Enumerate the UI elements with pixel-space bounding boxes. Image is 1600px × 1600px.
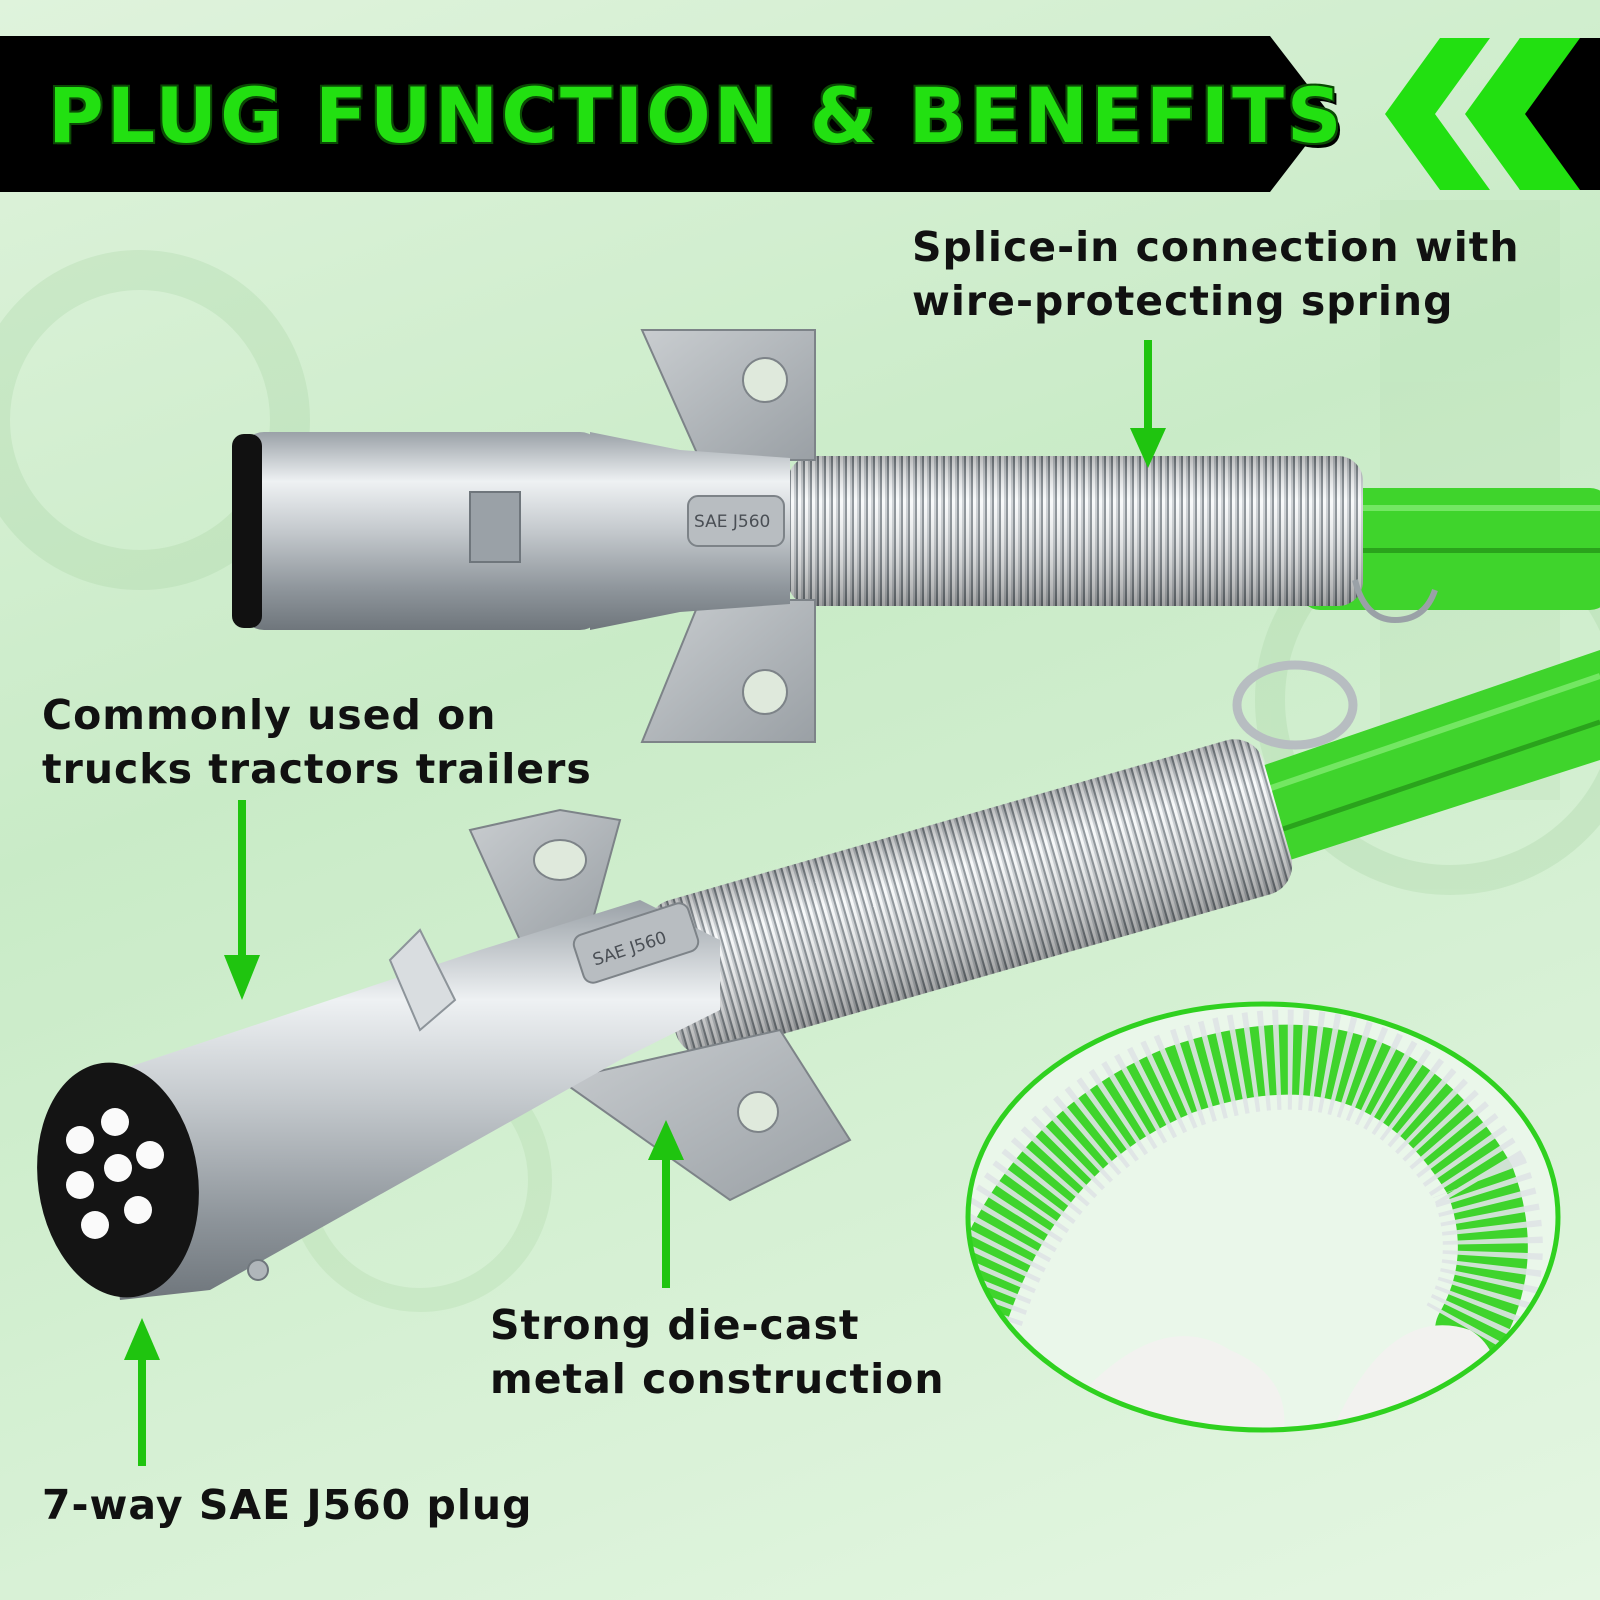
callout-common-line1: Commonly used on bbox=[42, 691, 497, 739]
callout-die-cast: Strong die-cast metal construction bbox=[490, 1298, 945, 1406]
bottom-plug-bracket bbox=[468, 808, 852, 1202]
banner-background bbox=[0, 36, 1330, 192]
header-banner: PLUG FUNCTION & BENEFITS bbox=[0, 36, 1342, 192]
arrow-down-icon bbox=[1130, 340, 1166, 468]
top-plug-cable bbox=[1300, 488, 1600, 610]
double-chevron-left-icon bbox=[1385, 38, 1600, 190]
banner-title: PLUG FUNCTION & BENEFITS bbox=[48, 71, 1345, 160]
arrow-up-icon bbox=[124, 1318, 160, 1466]
bottom-plug-body: SAE J560 bbox=[37, 900, 720, 1300]
callout-splice: Splice-in connection with wire-protectin… bbox=[912, 220, 1520, 328]
callout-diecast-line1: Strong die-cast bbox=[490, 1301, 860, 1349]
top-plug-spring bbox=[788, 456, 1438, 624]
bottom-plug-spring bbox=[647, 739, 1293, 1056]
callout-splice-line2: wire-protecting spring bbox=[912, 277, 1454, 325]
arrow-down-icon bbox=[224, 800, 260, 1000]
callout-common-line2: trucks tractors trailers bbox=[42, 745, 592, 793]
top-plug-stamp: SAE J560 bbox=[694, 512, 770, 532]
spring-flex-inset bbox=[965, 1001, 1561, 1433]
key-ring bbox=[1232, 660, 1358, 750]
callout-plug-type: 7-way SAE J560 plug bbox=[42, 1478, 532, 1532]
bottom-plug-cable bbox=[1250, 650, 1600, 860]
callout-diecast-line2: metal construction bbox=[490, 1355, 945, 1403]
top-plug-body: SAE J560 bbox=[232, 432, 790, 630]
callout-common-use: Commonly used on trucks tractors trailer… bbox=[42, 688, 592, 796]
arrow-up-icon bbox=[648, 1120, 684, 1288]
top-plug-bracket bbox=[640, 329, 816, 743]
callout-plug-line1: 7-way SAE J560 plug bbox=[42, 1481, 533, 1529]
callout-splice-line1: Splice-in connection with bbox=[912, 223, 1520, 271]
